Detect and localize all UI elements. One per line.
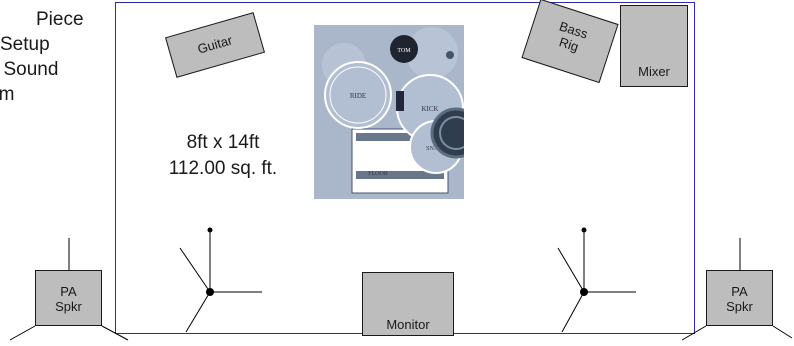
guitar-label: Guitar <box>195 32 234 57</box>
stage-dimensions: 8ft x 14ft 112.00 sq. ft. <box>138 130 308 182</box>
pa-left-line-2: Spkr <box>55 299 82 314</box>
pa-speaker-right: PA Spkr <box>706 270 773 326</box>
pa-right-line-1: PA <box>731 284 748 299</box>
ride-label: RIDE <box>350 92 366 100</box>
title-line-3: l Sound <box>0 59 59 80</box>
dimension-line-2: 112.00 sq. ft. <box>168 158 278 179</box>
kick-label: KICK <box>421 105 438 113</box>
title-line-1: Piece <box>36 9 84 30</box>
drum-kit-image: RIDE TOM KICK SNARE FLOOR <box>314 25 464 199</box>
floor-tom-label: FLOOR <box>368 171 388 177</box>
mixer: Mixer <box>620 5 688 87</box>
monitor-wedge: Monitor <box>362 272 454 336</box>
pa-left-line-1: PA <box>60 284 77 299</box>
mixer-label: Mixer <box>638 64 670 79</box>
pa-right-line-2: Spkr <box>726 299 753 314</box>
tom-label: TOM <box>397 48 411 54</box>
pa-speaker-left: PA Spkr <box>35 270 102 326</box>
drum-kit-drawing: RIDE TOM KICK SNARE FLOOR <box>322 27 464 194</box>
dimension-line-1: 8ft x 14ft <box>186 132 260 153</box>
monitor-label: Monitor <box>386 317 430 332</box>
title-line-4: em <box>0 84 15 105</box>
title-line-2: Setup <box>0 34 50 55</box>
